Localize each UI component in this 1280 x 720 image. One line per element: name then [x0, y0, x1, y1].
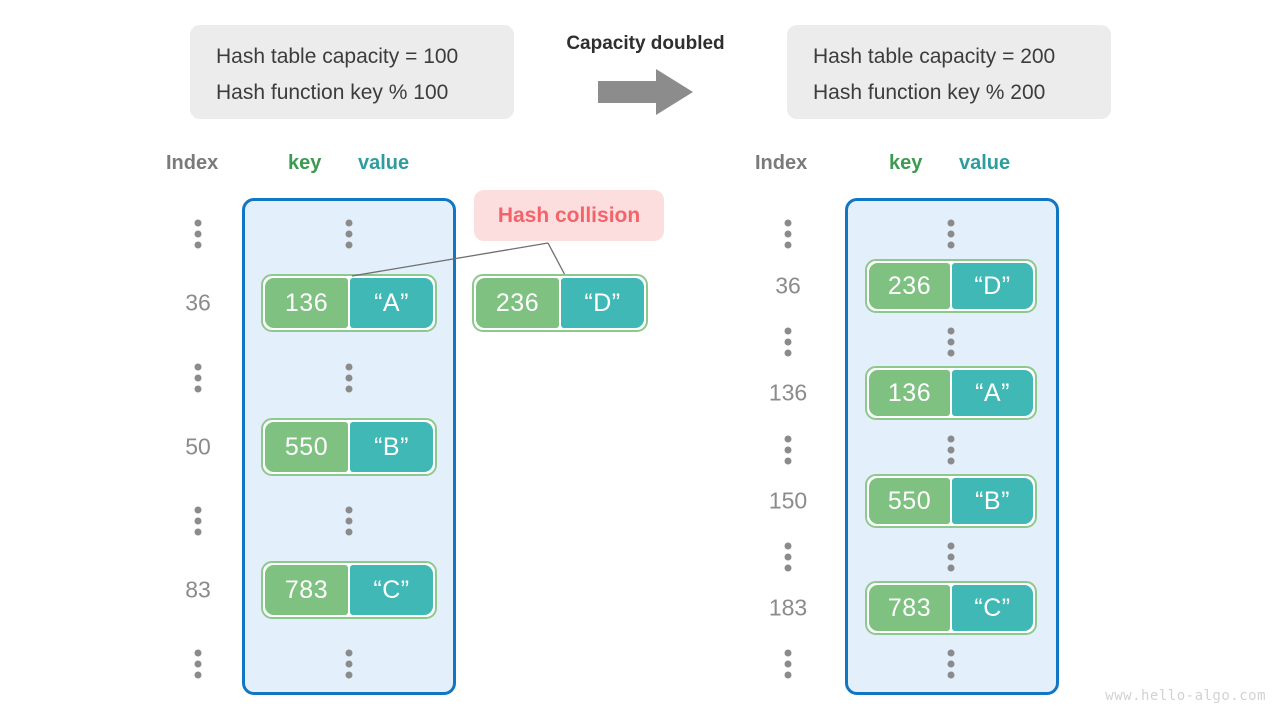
index-ellipsis — [784, 542, 792, 572]
pair-value: “D” — [952, 263, 1033, 309]
colliding-pair-key: 236 — [476, 278, 559, 328]
after-hash-function-text: Hash function key % 200 — [813, 81, 1046, 104]
bucket-ellipsis — [345, 506, 353, 536]
index-ellipsis — [194, 506, 202, 536]
index-label: 36 — [775, 272, 801, 299]
pair-value: “A” — [350, 278, 433, 328]
watermark: www.hello-algo.com — [1105, 688, 1266, 704]
before-capacity-text: Hash table capacity = 100 — [216, 45, 459, 68]
index-label: 83 — [185, 576, 211, 603]
index-ellipsis — [784, 327, 792, 357]
before-header-value: value — [358, 152, 410, 174]
pair-key: 136 — [265, 278, 348, 328]
key-value-pair: 136“A” — [865, 366, 1037, 420]
after-header-key: key — [889, 152, 923, 174]
before-hash-function-text: Hash function key % 100 — [216, 81, 449, 104]
hash-collision-badge: Hash collision — [474, 190, 664, 241]
after-capacity-text: Hash table capacity = 200 — [813, 45, 1056, 68]
bucket-ellipsis — [345, 649, 353, 679]
bucket-ellipsis — [345, 363, 353, 393]
index-label: 36 — [185, 289, 211, 316]
key-value-pair: 550“B” — [865, 474, 1037, 528]
key-value-pair: 783“C” — [261, 561, 437, 619]
hash-collision-label: Hash collision — [497, 203, 641, 227]
pair-value: “C” — [350, 565, 433, 615]
key-value-pair: 783“C” — [865, 581, 1037, 635]
bucket-ellipsis — [947, 542, 955, 572]
key-value-pair: 236“D” — [865, 259, 1037, 313]
after-info-box: Hash table capacity = 200 Hash function … — [787, 25, 1111, 119]
before-info-box: Hash table capacity = 100 Hash function … — [190, 25, 514, 119]
capacity-doubled-label: Capacity doubled — [566, 33, 725, 54]
key-value-pair: 550“B” — [261, 418, 437, 476]
index-label: 183 — [768, 594, 808, 621]
colliding-pair-value: “D” — [561, 278, 644, 328]
pair-key: 783 — [869, 585, 950, 631]
colliding-pair: 236 “D” — [472, 274, 648, 332]
index-label: 50 — [185, 433, 211, 460]
pair-value: “C” — [952, 585, 1033, 631]
bucket-ellipsis — [947, 435, 955, 465]
before-header-index: Index — [166, 152, 219, 174]
index-ellipsis — [784, 649, 792, 679]
index-ellipsis — [784, 219, 792, 249]
index-ellipsis — [194, 363, 202, 393]
index-label: 150 — [768, 487, 808, 514]
after-header-value: value — [959, 152, 1011, 174]
bucket-ellipsis — [947, 649, 955, 679]
bucket-ellipsis — [947, 219, 955, 249]
pair-key: 550 — [265, 422, 348, 472]
index-label: 136 — [768, 379, 808, 406]
pair-key: 236 — [869, 263, 950, 309]
key-value-pair: 136“A” — [261, 274, 437, 332]
right-arrow-icon — [598, 68, 694, 116]
pair-key: 550 — [869, 478, 950, 524]
bucket-ellipsis — [345, 219, 353, 249]
before-header-key: key — [288, 152, 322, 174]
bucket-ellipsis — [947, 327, 955, 357]
after-header-index: Index — [755, 152, 808, 174]
pair-value: “B” — [350, 422, 433, 472]
pair-key: 136 — [869, 370, 950, 416]
index-ellipsis — [784, 435, 792, 465]
pair-value: “B” — [952, 478, 1033, 524]
index-ellipsis — [194, 649, 202, 679]
pair-key: 783 — [265, 565, 348, 615]
pair-value: “A” — [952, 370, 1033, 416]
index-ellipsis — [194, 219, 202, 249]
